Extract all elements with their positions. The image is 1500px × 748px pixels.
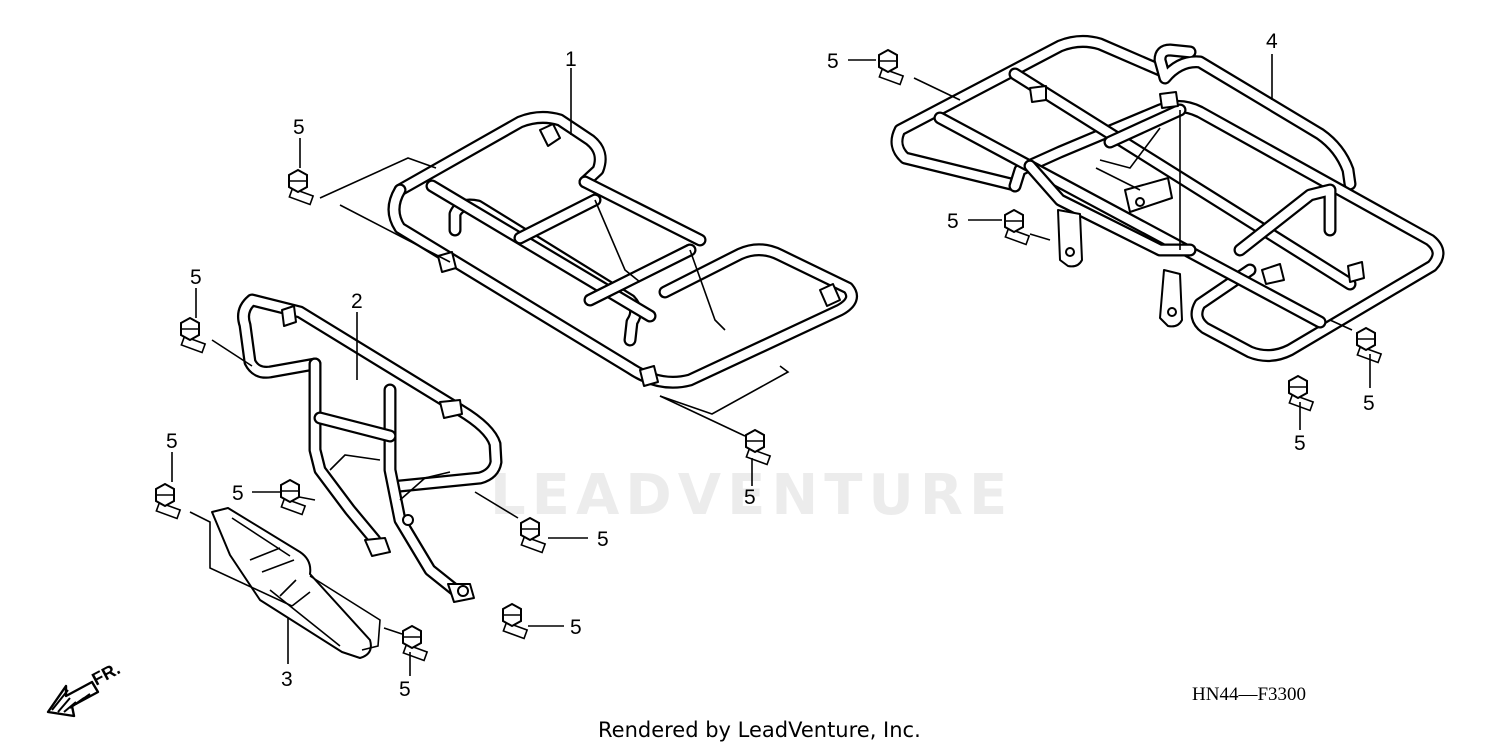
front-bumper-leaders — [211, 312, 519, 519]
bolt — [1356, 327, 1383, 364]
callout-part-5: 5 — [570, 616, 582, 639]
callout-part-4: 4 — [1266, 30, 1278, 53]
callout-part-5: 5 — [947, 210, 959, 233]
bolts-part-5[interactable] — [155, 49, 1383, 662]
callout-part-5: 5 — [827, 50, 839, 73]
callout-part-5: 5 — [166, 430, 178, 453]
watermark-text: LEADVENTURE — [490, 463, 1013, 528]
callout-part-3: 3 — [281, 668, 293, 691]
callout-part-5: 5 — [293, 116, 305, 139]
callout-part-1: 1 — [565, 48, 577, 71]
callout-part-5: 5 — [597, 528, 609, 551]
bolt — [1288, 375, 1315, 412]
bolt-leaders — [171, 59, 1371, 676]
bolt — [155, 483, 182, 520]
front-carrier-frame — [387, 110, 859, 389]
front-carrier-part-1[interactable] — [387, 110, 859, 389]
callout-part-5: 5 — [399, 678, 411, 701]
bolt — [402, 625, 429, 662]
front-bumper-part-2[interactable] — [237, 293, 503, 603]
front-direction-indicator: FR. — [46, 658, 123, 718]
bolt — [502, 603, 529, 640]
callout-part-5: 5 — [1294, 432, 1306, 455]
diagram-code: HN44—F3300 — [1192, 684, 1306, 705]
callout-part-2: 2 — [351, 290, 363, 313]
callout-part-5: 5 — [232, 482, 244, 505]
bolt — [180, 317, 207, 354]
front-bumper-frame — [237, 293, 503, 603]
skid-plate-leaders — [189, 511, 403, 664]
bolt — [1004, 209, 1031, 246]
bolt — [878, 49, 905, 86]
bolt — [288, 169, 315, 206]
callout-part-5: 5 — [1363, 392, 1375, 415]
bolt — [745, 429, 772, 466]
front-carrier-leaders — [319, 68, 790, 437]
footer-credit: Rendered by LeadVenture, Inc. — [598, 718, 921, 742]
rear-carrier-part-4[interactable] — [890, 34, 1445, 362]
rear-carrier-leaders — [913, 54, 1353, 331]
skid-plate-body — [211, 507, 372, 659]
callout-numbers: 1 2 3 4 5 5 5 5 5 5 5 5 5 5 5 5 — [166, 30, 1375, 701]
rear-carrier-frame — [890, 34, 1445, 362]
skid-plate-part-3[interactable] — [211, 507, 372, 659]
callout-part-5: 5 — [744, 486, 756, 509]
callout-part-5: 5 — [190, 266, 202, 289]
front-arrow-icon — [46, 680, 100, 718]
